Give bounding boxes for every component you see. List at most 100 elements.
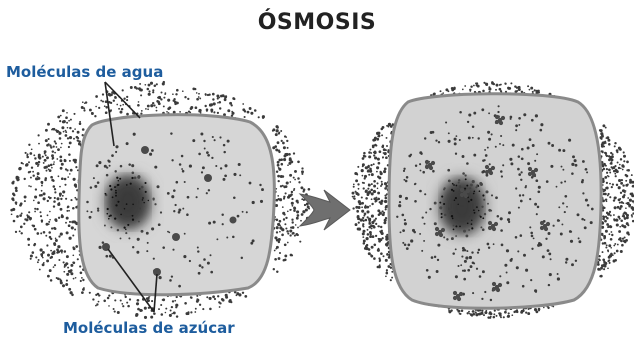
water-molecule — [37, 176, 39, 178]
water-molecule — [369, 235, 372, 238]
water-molecule — [384, 168, 387, 171]
water-molecule — [423, 223, 425, 225]
water-molecule — [470, 199, 472, 201]
water-molecule — [242, 211, 244, 213]
water-molecule — [157, 97, 159, 99]
water-molecule — [488, 86, 490, 88]
water-molecule — [357, 218, 359, 220]
water-molecule — [117, 311, 120, 314]
water-molecule — [376, 182, 378, 184]
water-molecule — [367, 165, 370, 168]
water-molecule — [483, 314, 485, 316]
water-molecule — [26, 218, 29, 221]
water-molecule — [165, 312, 167, 314]
water-molecule — [58, 259, 60, 261]
water-molecule — [294, 235, 296, 237]
water-molecule — [608, 168, 611, 171]
water-molecule — [176, 315, 178, 317]
water-molecule — [65, 130, 67, 132]
water-molecule — [70, 169, 73, 172]
water-molecule — [131, 164, 134, 167]
water-molecule — [49, 236, 52, 239]
water-molecule — [11, 213, 13, 215]
water-molecule — [575, 164, 578, 167]
water-molecule — [66, 217, 69, 220]
water-molecule — [404, 219, 406, 221]
water-molecule — [504, 264, 507, 267]
water-molecule — [522, 285, 525, 288]
water-molecule — [151, 300, 153, 302]
water-molecule — [613, 199, 615, 201]
water-molecule — [166, 111, 168, 113]
water-molecule — [622, 215, 624, 217]
water-molecule — [285, 217, 287, 219]
water-molecule — [220, 167, 222, 169]
water-molecule — [286, 140, 288, 142]
water-molecule — [174, 204, 176, 206]
water-molecule — [16, 215, 19, 218]
water-molecule — [459, 313, 461, 315]
water-molecule — [406, 176, 409, 179]
water-molecule — [132, 215, 134, 217]
water-molecule — [386, 234, 388, 236]
water-molecule — [491, 133, 493, 135]
water-molecule — [301, 198, 303, 200]
water-molecule — [29, 152, 32, 155]
water-molecule — [298, 181, 300, 183]
water-molecule — [455, 153, 457, 155]
water-molecule — [475, 313, 478, 316]
water-molecule — [532, 144, 535, 147]
water-molecule — [69, 136, 72, 139]
water-molecule — [558, 206, 560, 208]
water-molecule — [186, 213, 189, 216]
water-molecule — [81, 291, 84, 294]
water-molecule — [80, 272, 83, 275]
water-molecule — [65, 116, 68, 119]
water-molecule — [75, 245, 78, 248]
water-molecule — [385, 197, 388, 200]
water-molecule — [236, 294, 238, 296]
water-molecule — [80, 280, 82, 282]
water-molecule — [461, 256, 463, 258]
water-molecule — [65, 283, 68, 286]
water-molecule — [373, 185, 376, 188]
water-molecule — [199, 304, 201, 306]
water-molecule — [227, 140, 230, 143]
water-molecule — [462, 250, 464, 252]
water-molecule — [566, 206, 568, 208]
water-molecule — [18, 179, 20, 181]
water-molecule — [490, 313, 492, 315]
water-molecule — [54, 140, 56, 142]
water-molecule — [542, 255, 545, 258]
water-molecule — [538, 309, 540, 311]
water-molecule — [605, 216, 607, 218]
water-molecule — [352, 196, 354, 198]
water-molecule — [500, 170, 503, 173]
water-molecule — [233, 98, 235, 100]
water-molecule — [627, 183, 629, 185]
water-molecule — [385, 208, 387, 210]
water-molecule — [53, 185, 56, 188]
water-molecule — [15, 203, 17, 205]
water-molecule — [278, 257, 281, 260]
water-molecule — [209, 297, 212, 300]
water-molecule — [210, 103, 213, 106]
water-molecule — [219, 107, 221, 109]
water-molecule — [466, 250, 468, 252]
water-molecule — [68, 146, 70, 148]
water-molecule — [482, 159, 485, 162]
water-molecule — [55, 238, 57, 240]
water-molecule — [384, 200, 387, 203]
water-molecule — [612, 183, 614, 185]
water-molecule — [477, 251, 479, 253]
water-molecule — [574, 159, 577, 162]
water-molecule — [381, 134, 383, 136]
water-molecule — [63, 131, 65, 133]
water-molecule — [64, 178, 67, 181]
water-molecule — [184, 233, 186, 235]
water-molecule — [368, 174, 370, 176]
water-molecule — [138, 101, 140, 103]
water-molecule — [375, 218, 377, 220]
water-molecule — [192, 139, 195, 142]
water-molecule — [124, 208, 125, 209]
